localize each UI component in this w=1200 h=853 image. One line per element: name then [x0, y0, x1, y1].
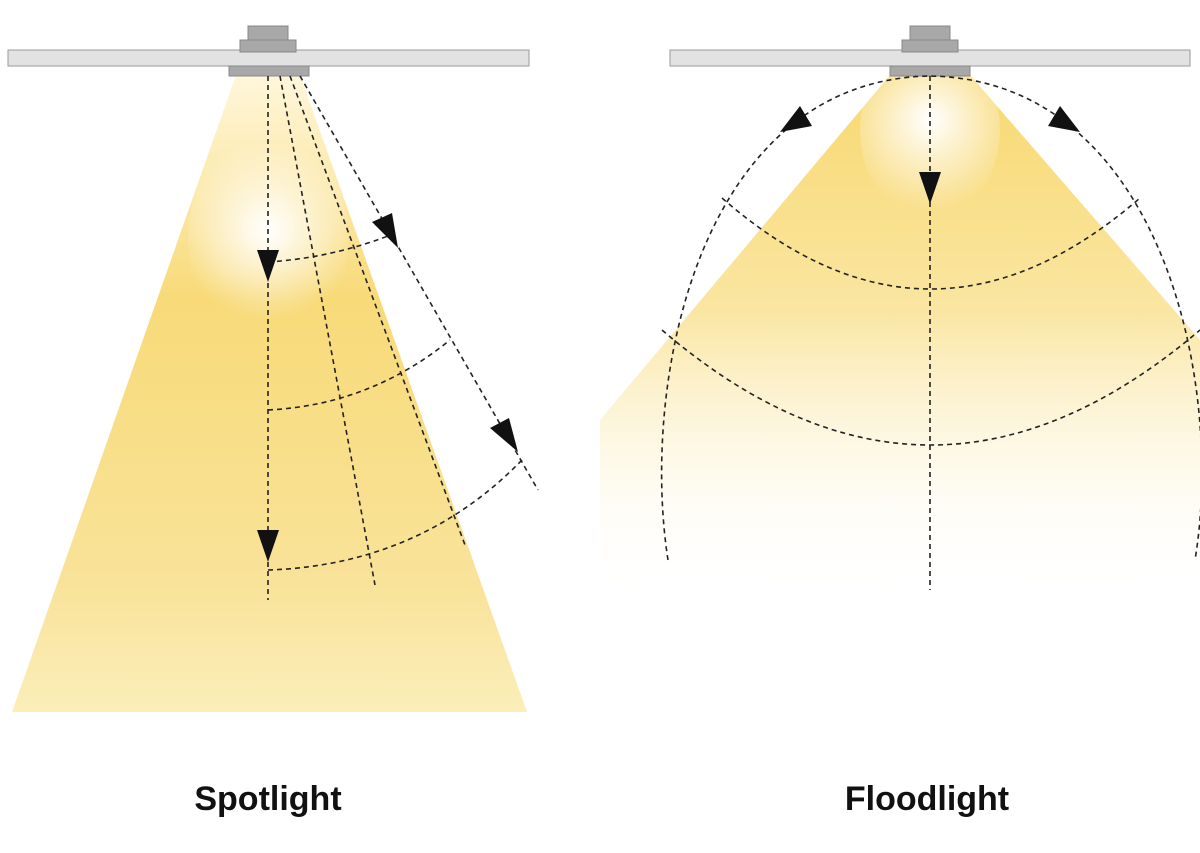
fixture-top [247, 25, 289, 41]
arrow-icon [372, 213, 398, 248]
beam-line [289, 75, 466, 546]
floodlight-diagram [600, 25, 1200, 600]
fixture-mid [239, 39, 297, 53]
arrow-icon [1048, 106, 1080, 132]
arrow-icon [257, 250, 279, 282]
beam-line [299, 75, 539, 491]
spotlight-label: Spotlight [194, 780, 342, 818]
fixture-top [909, 25, 951, 41]
arrow-icon [490, 418, 518, 452]
arrow-icon [257, 530, 279, 562]
distance-arc [267, 235, 389, 263]
distance-arc [661, 329, 1200, 446]
arrow-icon [919, 172, 941, 204]
fixture-mid [901, 39, 959, 53]
fixture-base [889, 65, 971, 77]
spotlight-diagram [7, 25, 539, 712]
fixture-base [228, 65, 310, 77]
floodlight-label: Floodlight [844, 780, 1010, 818]
arrow-icon [780, 106, 812, 132]
distance-arc [267, 459, 523, 571]
spotlight-beam [12, 75, 527, 712]
floodlight-beam [600, 75, 1200, 600]
distance-arc [267, 339, 451, 411]
